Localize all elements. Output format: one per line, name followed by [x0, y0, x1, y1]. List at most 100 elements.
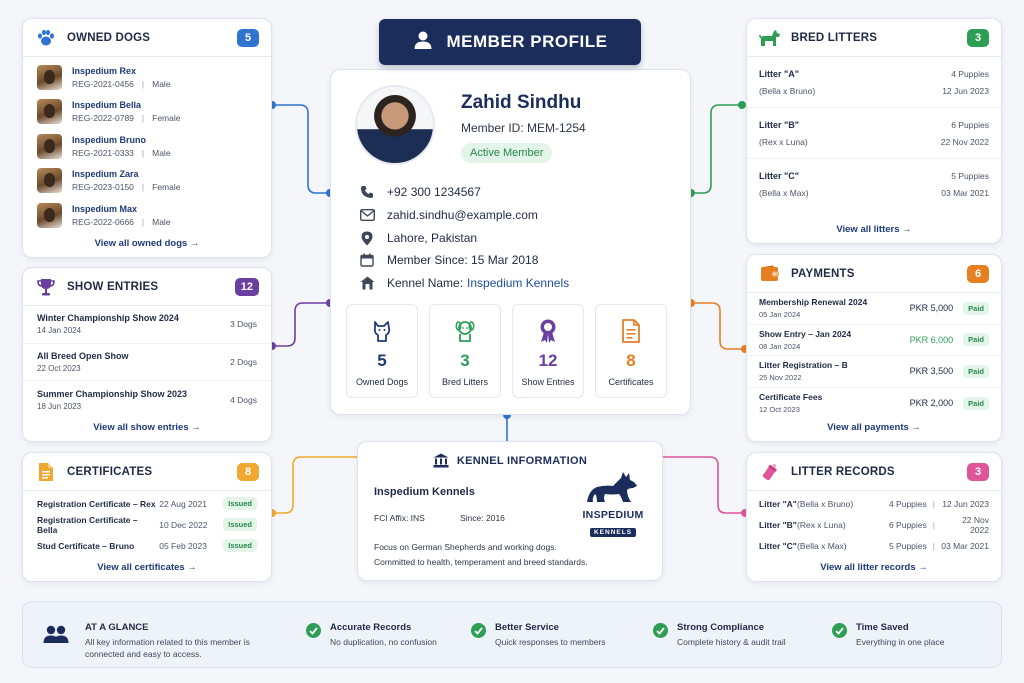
stat-value: 5: [377, 351, 387, 370]
location-pin-icon: [359, 230, 375, 246]
stat-bred-litters[interactable]: 3 Bred Litters: [429, 304, 501, 398]
show-title: Winter Championship Show 2024: [37, 313, 179, 324]
dog-sex: Female: [152, 182, 181, 193]
logo-wordmark: INSPEDIUM: [582, 509, 644, 521]
at-a-glance-title: AT A GLANCE: [85, 622, 149, 633]
owned-dogs-count-badge: 5: [237, 28, 259, 47]
trophy-icon: [35, 276, 57, 298]
stat-label: Bred Litters: [441, 377, 489, 387]
stat-certificates[interactable]: 8 Certificates: [595, 304, 667, 398]
dog-avatar: [37, 168, 62, 194]
dog-reg: REG-2021-0333: [72, 147, 134, 158]
dog-reg: REG-2021-0456: [72, 78, 134, 89]
kennel-name-row[interactable]: Kennel Name: Inspedium Kennels: [359, 275, 569, 291]
document-icon: [35, 461, 57, 483]
benefit-desc: Quick responses to members: [495, 637, 606, 647]
issued-badge: Issued: [223, 518, 257, 531]
show-dogs: 2 Dogs: [230, 356, 257, 367]
litter-record-row[interactable]: Litter "B"(Rex x Luna)6 Puppies|22 Nov 2…: [759, 514, 989, 535]
stat-value: 3: [460, 351, 470, 370]
payment-row[interactable]: Show Entry – Jan 2024 08 Jan 2024 PKR 6,00…: [747, 325, 1001, 356]
litter-record-row[interactable]: Litter "C"(Bella x Max)5 Puppies|03 Mar …: [759, 540, 989, 551]
payment-title: Membership Renewal 2024: [759, 297, 868, 308]
payment-amount: PKR 6,000: [909, 334, 954, 345]
logo-subword: KENNELS: [589, 528, 637, 537]
member-since-row: Member Since: 15 Mar 2018: [359, 252, 538, 268]
payment-date: 12 Oct 2023: [759, 405, 800, 415]
building-icon: [433, 453, 449, 468]
check-icon: [471, 623, 486, 638]
view-all-owned-dogs-link[interactable]: View all owned dogs →: [94, 238, 200, 249]
paw-icon: [35, 27, 57, 49]
check-icon: [832, 623, 847, 638]
phone-row[interactable]: +92 300 1234567: [359, 184, 481, 200]
puppy-icon: [430, 317, 500, 345]
view-all-litters-link[interactable]: View all litters →: [836, 224, 912, 235]
paid-badge: Paid: [963, 333, 989, 347]
payment-date: 25 Nov 2022: [759, 373, 802, 383]
litter-title: Litter "A": [759, 68, 800, 79]
email-row[interactable]: zahid.sindhu@example.com: [359, 207, 538, 223]
view-all-litter-records-link[interactable]: View all litter records →: [820, 562, 928, 573]
litter-record-puppies: 6 Puppies: [888, 519, 927, 530]
litter-record-date: 03 Mar 2021: [941, 540, 989, 551]
litter-date: 12 Jun 2023: [942, 85, 989, 96]
kennel-fci-affix: FCI Affix: INS: [374, 513, 425, 523]
litter-record-title: Litter "A": [759, 498, 797, 509]
litter-title: Litter "B": [759, 119, 800, 130]
stat-label: Show Entries: [521, 377, 575, 387]
stat-show-entries[interactable]: 12 Show Entries: [512, 304, 584, 398]
payments-header: PAYMENTS 6: [747, 255, 1001, 293]
kennel-name-link[interactable]: Inspedium Kennels: [467, 276, 570, 290]
show-date: 18 Jun 2023: [37, 401, 82, 411]
dog-name: Inspedium Rex: [72, 65, 137, 76]
show-entries-header: SHOW ENTRIES 12: [23, 268, 271, 306]
litter-record-row[interactable]: Litter "A"(Bella x Bruno)4 Puppies|12 Ju…: [759, 498, 989, 509]
stat-label: Certificates: [608, 377, 654, 387]
stat-owned-dogs[interactable]: 5 Owned Dogs: [346, 304, 418, 398]
litter-title: Litter "C": [759, 171, 800, 181]
litter-record-parents: (Bella x Bruno): [797, 498, 854, 509]
litter-record-parents: (Bella x Max): [797, 540, 847, 551]
payment-amount: PKR 2,000: [909, 398, 954, 409]
certificate-date: 10 Dec 2022: [159, 519, 208, 530]
certificates-header: CERTIFICATES 8: [23, 453, 271, 491]
view-all-certificates-link[interactable]: View all certificates →: [97, 562, 197, 573]
owned-dogs-header: OWNED DOGS 5: [23, 19, 271, 57]
show-entries-card: SHOW ENTRIES 12 Winter Championship Show…: [22, 267, 272, 442]
show-dogs: 3 Dogs: [230, 319, 257, 330]
payment-date: 08 Jan 2024: [759, 341, 801, 351]
payment-title: Show Entry – Jan 2024: [759, 328, 852, 339]
dog-avatar: [37, 202, 62, 228]
view-all-show-entries-link[interactable]: View all show entries →: [93, 422, 201, 433]
dog-sex: Male: [152, 78, 171, 89]
paid-badge: Paid: [963, 396, 989, 410]
view-all-payments-link[interactable]: View all payments →: [827, 422, 921, 433]
litter-parents: (Bella x Bruno): [759, 85, 816, 96]
member-id: Member ID: MEM-1254: [461, 121, 586, 135]
dog-avatar: [37, 133, 62, 159]
benefit-title: Better Service: [495, 622, 559, 633]
kennel-info-header: KENNEL INFORMATION: [358, 453, 662, 468]
mail-icon: [359, 207, 375, 223]
dog-reg: REG-2022-0789: [72, 113, 134, 124]
dog-avatar: [37, 99, 62, 125]
issued-badge: Issued: [223, 497, 257, 510]
